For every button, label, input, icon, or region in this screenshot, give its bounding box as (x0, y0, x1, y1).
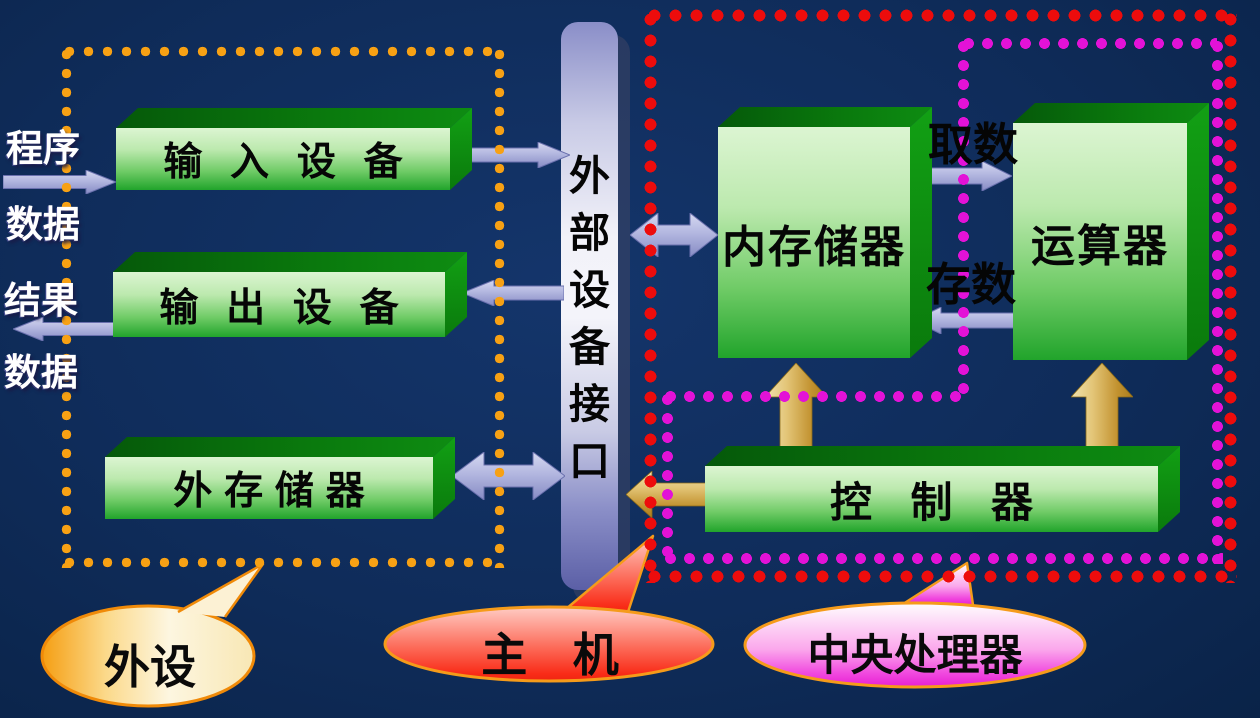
box-front-face: 输 出 设 备 (113, 272, 445, 337)
host-border-left (644, 9, 657, 583)
box-front-face: 输 入 设 备 (116, 128, 450, 190)
box-front-face: 内存储器 (718, 127, 910, 358)
cpu-border-top (959, 37, 1217, 50)
external-storage-box: 外 存 储 器 (105, 437, 455, 519)
interface-bar-char: 接 (569, 381, 610, 427)
cpu-border-mid-horizontal (661, 390, 969, 403)
interface-bar-char: 部 (569, 210, 610, 256)
peripherals-border-right (493, 45, 506, 568)
output-device-label: 输 出 设 备 (159, 286, 399, 330)
external-storage-label: 外 存 储 器 (173, 470, 365, 513)
cpu-callout-label: 中央处理器 (807, 633, 1023, 680)
alu-box: 运算器 (1013, 103, 1209, 360)
result-label: 结果 (4, 281, 78, 322)
data-in-label: 数据 (6, 205, 80, 246)
arrow-controller-to-memory (765, 363, 827, 455)
cpu-border-bottom (661, 552, 1223, 565)
data-out-label: 数据 (4, 353, 78, 394)
host-border-right (1224, 9, 1237, 583)
alu-label: 运算器 (1031, 221, 1169, 271)
host-callout-label: 主 机 (481, 630, 619, 681)
host-border-top (644, 9, 1237, 22)
interface-bar-char: 口 (569, 438, 610, 484)
output-device-box: 输 出 设 备 (113, 252, 467, 337)
memory-box: 内存储器 (718, 107, 932, 358)
controller-label: 控 制 器 (829, 480, 1033, 527)
arrow-controller-to-alu (1071, 363, 1133, 455)
interface-bar-char: 设 (569, 267, 610, 313)
interface-bar-char: 外 (569, 153, 610, 199)
arrow-interface-to-output (462, 280, 564, 306)
program-label: 程序 (6, 129, 80, 170)
peripherals-border-bottom (60, 556, 500, 569)
host-border-bottom (644, 570, 1237, 583)
external-device-interface-bar: 外 部 设 备 接 口 (561, 22, 618, 590)
box-front-face: 外 存 储 器 (105, 457, 433, 519)
peripherals-border-top (60, 45, 500, 58)
cpu-border-left (661, 390, 674, 564)
arrow-program-data-in (3, 170, 116, 194)
input-device-label: 输 入 设 备 (163, 141, 403, 184)
cpu-border-mid-vertical (957, 37, 970, 402)
callout-host (383, 534, 715, 683)
arrow-storage-interface-bidirectional (452, 452, 565, 500)
store-label: 存数 (926, 260, 1017, 310)
callout-peripherals (40, 562, 265, 708)
interface-bar-label: 外 部 设 备 接 口 (561, 148, 618, 490)
box-front-face: 运算器 (1013, 123, 1187, 360)
interface-bar-char: 备 (569, 324, 610, 370)
input-device-box: 输 入 设 备 (116, 108, 472, 190)
peripherals-border-left (60, 45, 73, 568)
controller-box: 控 制 器 (705, 446, 1180, 532)
memory-label: 内存储器 (722, 222, 906, 272)
box-front-face: 控 制 器 (705, 466, 1158, 532)
fetch-label: 取数 (928, 120, 1019, 170)
peripherals-callout-label: 外设 (104, 642, 196, 693)
cpu-border-right (1211, 37, 1224, 564)
